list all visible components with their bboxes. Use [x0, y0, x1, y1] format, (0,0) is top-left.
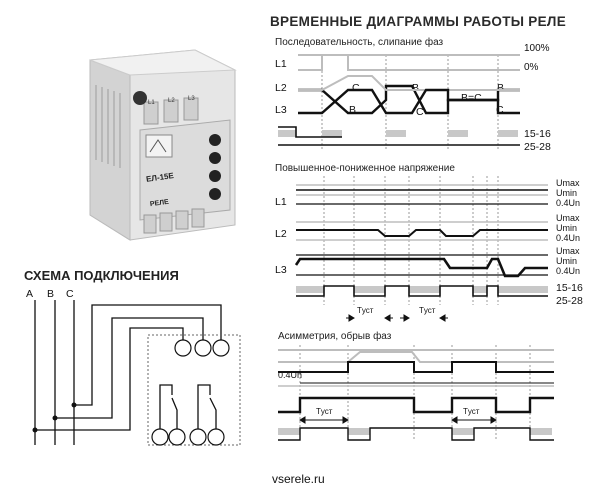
d3-contact-line: [278, 427, 554, 441]
d1-contact-2528: 25-28: [524, 141, 551, 153]
diagram2-title: Повышенное-пониженное напряжение: [275, 163, 455, 174]
d1-contact-lines: [278, 126, 520, 146]
relay-device-illustration: [89, 49, 237, 241]
d2-l3-umax: Umax: [556, 246, 580, 256]
d2-l1-umin: Umin: [556, 188, 578, 198]
scheme-title: СХЕМА ПОДКЛЮЧЕНИЯ: [24, 268, 179, 283]
device-terminal-l3: L3: [188, 96, 195, 102]
d2-contact-bars: [296, 286, 548, 293]
d2-contact-2528: 25-28: [556, 295, 583, 307]
d2-delay-1: Tуст: [357, 306, 374, 315]
d3-delay-2: Tуст: [463, 407, 480, 416]
d2-l1-04un: 0.4Un: [556, 198, 581, 208]
d1-annot-b1: B: [349, 104, 357, 116]
scheme-phase-a: A: [26, 288, 34, 300]
d3-delay-1: Tуст: [316, 407, 333, 416]
scheme-input-terminals: [174, 339, 230, 357]
scheme-dots: [32, 402, 77, 433]
d1-phase-l1: L1: [275, 58, 287, 70]
diagram1-title: Последовательность, слипание фаз: [275, 37, 444, 48]
d2-l2-wave: [296, 229, 548, 237]
d1-l1-wave: [298, 54, 520, 71]
d1-contact-bars: [278, 130, 518, 137]
d2-l1-umax: Umax: [556, 178, 580, 188]
d2-l2-04un: 0.4Un: [556, 233, 581, 243]
d2-phase-l2: L2: [275, 228, 287, 240]
d2-delay-arrows: [346, 314, 448, 322]
d3-grid: [299, 345, 531, 440]
scheme-phase-b: B: [47, 288, 55, 300]
site-label: vserele.ru: [272, 472, 325, 486]
d1-annot-b2: B: [412, 82, 420, 94]
d3-level-04un: 0.4Un: [278, 370, 303, 380]
d1-annot-c1: C: [352, 82, 360, 94]
d2-l3-umin: Umin: [556, 256, 578, 266]
d3-relay: [278, 396, 554, 414]
d1-l3-wave: [298, 88, 520, 115]
d3-grey-wave: [278, 351, 554, 363]
d2-delay-2: Tуст: [419, 306, 436, 315]
scheme-phase-c: C: [66, 288, 74, 300]
d2-phase-l3: L3: [275, 264, 287, 276]
d1-annot-b3: B: [497, 82, 505, 94]
d1-contact-1516: 15-16: [524, 128, 551, 140]
d2-phase-l1: L1: [275, 196, 287, 208]
d2-l3-04un: 0.4Un: [556, 266, 581, 276]
d2-l2-umin: Umin: [556, 223, 578, 233]
d1-phase-l2: L2: [275, 82, 287, 94]
d3-wave: [278, 361, 554, 373]
device-terminal-l1: L1: [148, 100, 155, 106]
device-terminal-l2: L2: [168, 98, 175, 104]
d1-phase-l3: L3: [275, 104, 287, 116]
d2-contact-line: [296, 285, 548, 297]
scheme-wiring: [34, 300, 222, 445]
d1-annot-c2: C: [416, 106, 424, 118]
scheme-relay-box: [147, 334, 241, 446]
level-0: 0%: [524, 62, 539, 73]
main-title: ВРЕМЕННЫЕ ДИАГРАММЫ РАБОТЫ РЕЛЕ: [270, 14, 566, 29]
d2-l3-wave: [294, 257, 548, 278]
d2-contact-1516: 15-16: [556, 282, 583, 294]
level-100: 100%: [524, 43, 550, 54]
diagram3-title: Асимметрия, обрыв фаз: [278, 331, 392, 342]
d3-contact-bars: [278, 428, 552, 435]
d2-l2-umax: Umax: [556, 213, 580, 223]
scheme-output-terminals: [151, 428, 225, 446]
d3-delay-arrows: [299, 416, 497, 424]
scheme-contacts: [159, 384, 217, 429]
d1-l2-grey: [298, 75, 520, 91]
d1-annot-c3: C: [496, 104, 504, 116]
